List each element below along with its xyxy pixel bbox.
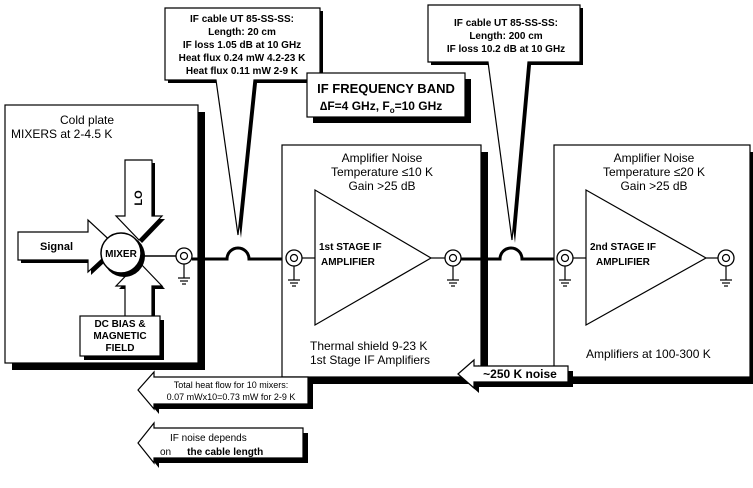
cable2-callout: IF cable UT 85-SS-SS: Length: 200 cm IF … xyxy=(427,4,583,243)
stage1-gain: Gain >25 dB xyxy=(348,179,415,193)
dc-bias-box: DC BIAS & MAGNETIC FIELD xyxy=(79,315,164,360)
cable1-line1: IF cable UT 85-SS-SS: xyxy=(190,14,294,25)
stage2-temp-label: Amplifiers at 100-300 K xyxy=(586,347,711,361)
cable1-callout: IF cable UT 85-SS-SS: Length: 20 cm IF l… xyxy=(164,7,323,238)
stage1-amp-label-2: AMPLIFIER xyxy=(321,257,376,268)
thermal-shield-label: Thermal shield 9-23 K xyxy=(310,339,427,353)
band-title: IF FREQUENCY BAND xyxy=(317,81,455,96)
cable1-line2: Length: 20 cm xyxy=(208,27,276,38)
lo-arrow: LO xyxy=(114,159,165,243)
if-frequency-band-box: IF FREQUENCY BAND ∆F=4 GHz, Fo=10 GHz xyxy=(306,72,471,123)
stage2-amp-label-2: AMPLIFIER xyxy=(596,257,651,268)
signal-label: Signal xyxy=(40,241,73,253)
cable1-line5: Heat flux 0.11 mW 2-9 K xyxy=(186,66,299,77)
cold-plate-title: Cold plate xyxy=(60,113,114,127)
signal-arrow: Signal xyxy=(17,218,119,275)
stage2-gain: Gain >25 dB xyxy=(620,179,687,193)
mixer-label: MIXER xyxy=(105,249,137,260)
noise-arrow: ~250 K noise xyxy=(457,358,573,393)
stage2-noise-temp: Temperature ≤20 K xyxy=(603,165,705,179)
stage2-box: Amplifier Noise Temperature ≤20 K Gain >… xyxy=(553,144,753,384)
stage1-noise-title: Amplifier Noise xyxy=(342,151,423,165)
cable1-line3: IF loss 1.05 dB at 10 GHz xyxy=(183,40,301,51)
heat-flow-arrow: Total heat flow for 10 mixers: 0.07 mWx1… xyxy=(137,370,313,414)
stage1-amplifiers-label: 1st Stage IF Amplifiers xyxy=(310,353,430,367)
if-cable-2 xyxy=(461,246,558,261)
stage1-noise-temp: Temperature ≤10 K xyxy=(331,165,433,179)
cable2-line2: Length: 200 cm xyxy=(469,31,542,42)
dc-bias-label-2: MAGNETIC xyxy=(93,331,146,342)
connector-stage1-in xyxy=(285,249,315,287)
connector-stage2-out xyxy=(706,249,735,287)
stage2-noise-title: Amplifier Noise xyxy=(614,151,695,165)
connector-stage2-in xyxy=(556,249,586,287)
stage2-amp-label-1: 2nd STAGE IF xyxy=(590,242,656,253)
mixer-symbol: MIXER xyxy=(100,232,145,277)
if-noise-line1: IF noise depends xyxy=(170,433,247,444)
stage1-box: Amplifier Noise Temperature ≤10 K Gain >… xyxy=(281,144,488,384)
cable2-line1: IF cable UT 85-SS-SS: xyxy=(454,18,558,29)
dc-bias-label-1: DC BIAS & xyxy=(94,319,145,330)
if-cable-1 xyxy=(192,246,286,261)
band-params: ∆F=4 GHz, Fo=10 GHz xyxy=(320,99,442,115)
heat-flow-line2: 0.07 mWx10=0.73 mW for 2-9 K xyxy=(167,392,296,402)
dc-bias-label-3: FIELD xyxy=(106,343,135,354)
lo-label: LO xyxy=(133,190,145,206)
cold-plate-mixers-temp: MIXERS at 2-4.5 K xyxy=(11,127,112,141)
cable2-line3: IF loss 10.2 dB at 10 GHz xyxy=(447,44,565,55)
heat-flow-line1: Total heat flow for 10 mixers: xyxy=(174,380,289,390)
connector-mixer-out xyxy=(141,247,193,285)
stage1-amp-label-1: 1st STAGE IF xyxy=(319,242,382,253)
noise-arrow-label: ~250 K noise xyxy=(483,367,557,381)
cable1-line4: Heat flux 0.24 mW 4.2-23 K xyxy=(179,53,306,64)
